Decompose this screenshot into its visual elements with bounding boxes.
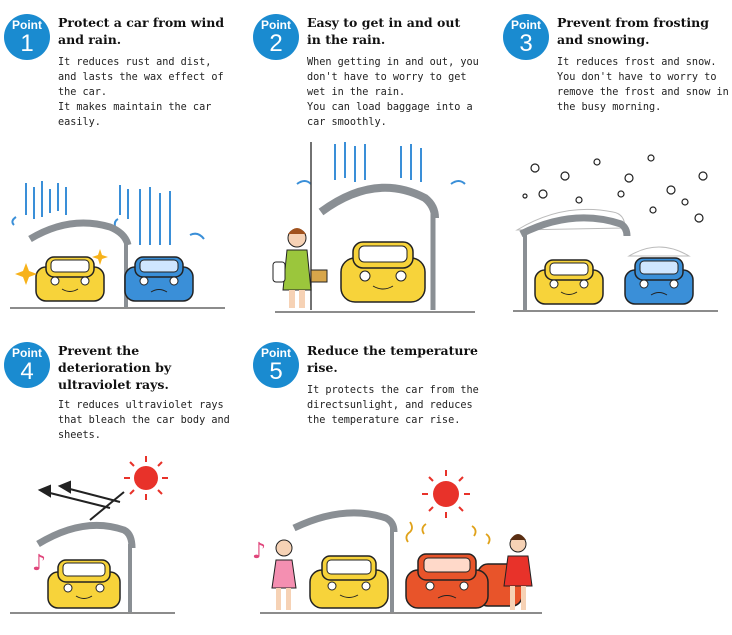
point-2-description: When getting in and out, you don't have …	[307, 57, 479, 128]
music-note-icon: ♪	[252, 539, 266, 564]
point-5-description: It protects the car from the directsunli…	[307, 385, 479, 426]
yellow-car	[309, 555, 389, 609]
point-4-badge-number: 4	[20, 358, 34, 385]
yellow-car	[35, 256, 105, 302]
point-4-badge-label: Point	[12, 346, 42, 360]
carport-roof	[519, 214, 631, 238]
blue-wet-car	[124, 256, 194, 302]
point-2-badge: Point 2	[253, 14, 299, 60]
point-5-badge-label: Point	[261, 346, 291, 360]
point-2-badge-number: 2	[269, 30, 283, 57]
point-3-badge-label: Point	[511, 18, 541, 32]
point-1-description: It reduces rust and dist, and lasts the …	[58, 57, 224, 128]
point-4-badge: Point 4	[4, 342, 50, 388]
carport-roof	[292, 509, 398, 533]
blue-snowy-car	[624, 246, 694, 305]
illustration-uv-rays: ♪	[10, 456, 175, 614]
point-1-badge: Point 1	[4, 14, 50, 60]
sun-icon	[124, 456, 168, 500]
heat-lines	[405, 521, 491, 545]
woman-figure	[503, 534, 533, 610]
point-4-description: It reduces ultraviolet rays that bleach …	[58, 400, 230, 441]
woman-figure	[272, 228, 328, 308]
rain-drops	[11, 181, 205, 245]
point-3-badge-number: 3	[519, 30, 533, 57]
carport-roof	[318, 183, 439, 219]
yellow-car	[47, 559, 121, 609]
music-note-icon: ♪	[32, 551, 46, 576]
yellow-car	[340, 241, 426, 303]
yellow-car	[534, 259, 604, 305]
illustration-wind-rain	[10, 181, 225, 309]
point-2-title: Easy to get in and out in the rain.	[307, 15, 461, 47]
point-5-badge: Point 5	[253, 342, 299, 388]
point-1-title: Protect a car from wind and rain.	[58, 15, 225, 47]
reflected-rays-arrows	[37, 480, 125, 521]
snowflakes	[522, 154, 708, 223]
carport-roof	[28, 219, 132, 247]
illustration-temperature: ♪	[252, 470, 542, 614]
point-5-badge-number: 5	[269, 358, 283, 385]
point-3-description: It reduces frost and snow. You don't hav…	[557, 57, 729, 113]
carport-roof	[36, 521, 136, 549]
illustration-get-in-out	[272, 142, 475, 313]
point-3-badge: Point 3	[503, 14, 549, 60]
rain-drops	[296, 142, 466, 185]
point-5-title: Reduce the temperature rise.	[307, 343, 478, 375]
point-3-title: Prevent from frosting and snowing.	[557, 15, 709, 47]
child-figure	[271, 539, 297, 610]
sun-icon	[422, 470, 470, 518]
point-1-badge-label: Point	[12, 18, 42, 32]
point-1-badge-number: 1	[20, 30, 34, 57]
point-2-badge-label: Point	[261, 18, 291, 32]
point-4-title: Prevent the deterioration by ultraviolet…	[58, 343, 172, 392]
illustration-frost-snow	[513, 154, 718, 312]
sparkle-icon	[15, 249, 108, 285]
